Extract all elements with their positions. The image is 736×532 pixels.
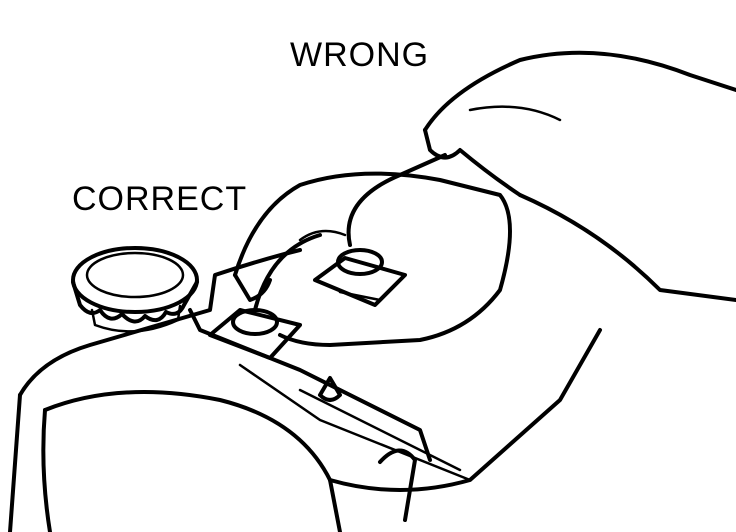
wrong-wire [346, 153, 447, 247]
tank-body [8, 248, 602, 532]
wrong-label: WRONG [290, 36, 430, 74]
correct-label: CORRECT [72, 180, 248, 218]
wrong-socket [313, 248, 407, 307]
correct-wire [253, 233, 322, 312]
correct-hand [233, 171, 512, 347]
wrong-hand [423, 50, 736, 302]
correct-socket [208, 308, 302, 360]
vent-icon [318, 376, 342, 402]
fuel-cap-icon [71, 246, 199, 333]
